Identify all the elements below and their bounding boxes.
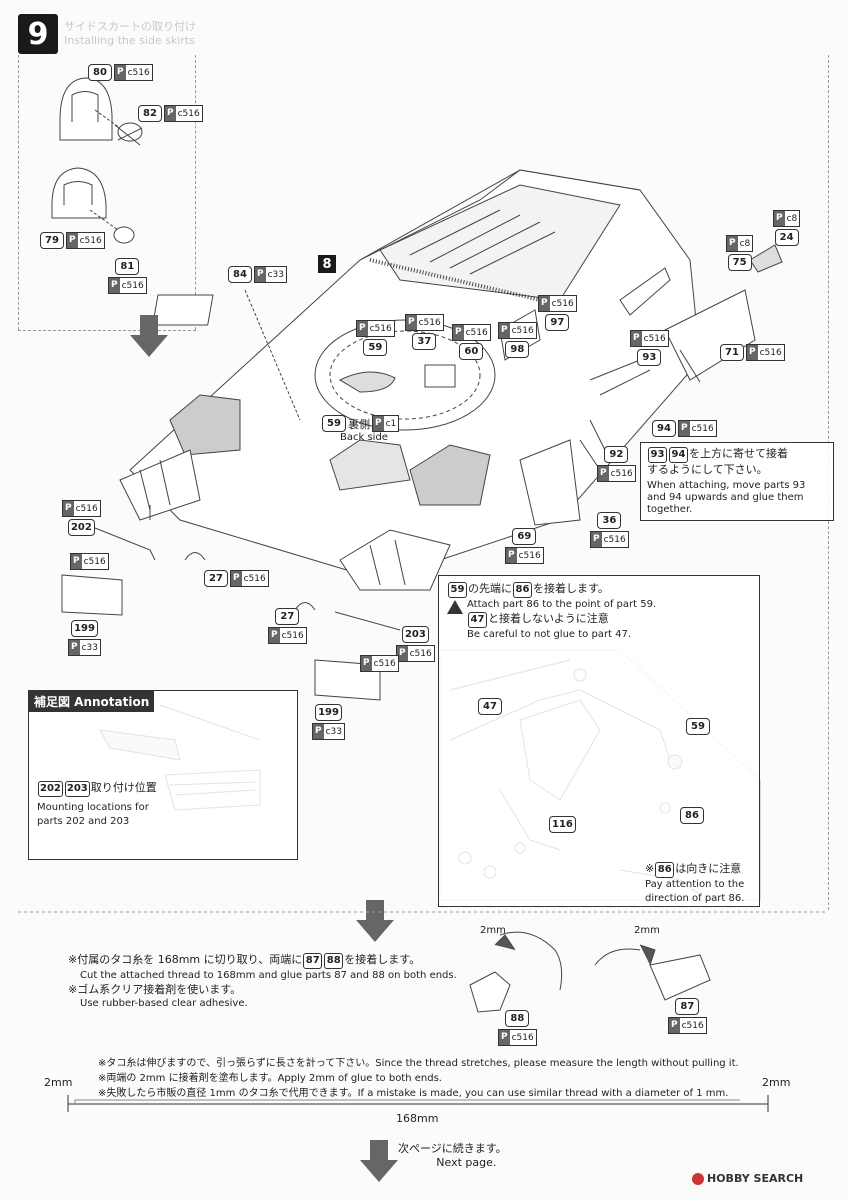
next-page-note: 次ページに続きます。 Next page. xyxy=(398,1142,507,1169)
sub-step-badge: 8 xyxy=(318,255,336,273)
thread-2mm-right: 2mm xyxy=(634,925,660,936)
step-number-badge: 9 xyxy=(18,14,58,54)
faint-heading-jp: サイドスカートの取り付け xyxy=(64,20,196,33)
annotation-title: 補足図 Annotation xyxy=(29,691,155,712)
inset-divider-horizontal xyxy=(18,330,196,331)
detail-label-86: 86 xyxy=(680,807,704,824)
part-number: 79 xyxy=(40,232,64,249)
part-number: 80 xyxy=(88,64,112,81)
inset-divider-vertical xyxy=(195,55,196,330)
part-number: 82 xyxy=(138,105,162,122)
left-border xyxy=(18,55,19,330)
thread-notes: ※タコ糸は伸びますので、引っ張らずに長さを計って下さい。Since the th… xyxy=(98,1058,739,1099)
faint-heading-en: Installing the side skirts xyxy=(64,34,195,47)
detail-label-59: 59 xyxy=(686,718,710,735)
dim-total-label: 168mm xyxy=(396,1112,439,1125)
part-number: 81 xyxy=(115,258,140,275)
logo-icon xyxy=(692,1172,704,1185)
dim-right-label: 2mm xyxy=(762,1076,791,1089)
detail-label-47: 47 xyxy=(478,698,502,715)
detail-label-116: 116 xyxy=(549,816,576,833)
dim-left-label: 2mm xyxy=(44,1076,73,1089)
watermark: HOBBY SEARCH xyxy=(692,1172,803,1185)
thread-2mm-left: 2mm xyxy=(480,925,506,936)
warning-icon xyxy=(447,600,463,614)
